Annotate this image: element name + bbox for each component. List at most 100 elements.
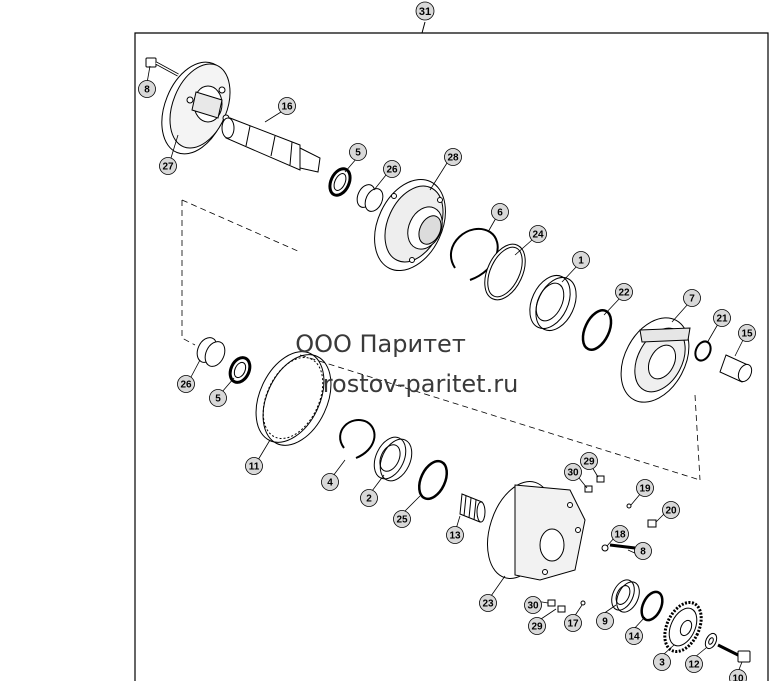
callout-number: 30 bbox=[527, 601, 539, 612]
callout-circle bbox=[572, 251, 590, 269]
callout-circle bbox=[278, 97, 296, 115]
callout-29: 29 bbox=[528, 617, 546, 635]
part-seal-5-lower bbox=[228, 356, 252, 384]
part-washer-12 bbox=[704, 632, 718, 650]
callout-number: 8 bbox=[640, 547, 646, 558]
part-bushing-26-upper bbox=[356, 184, 384, 212]
callout-number: 19 bbox=[639, 484, 651, 495]
callout-number: 9 bbox=[602, 617, 608, 628]
callout-8: 8 bbox=[634, 542, 652, 560]
callout-number: 20 bbox=[665, 506, 677, 517]
callout-number: 6 bbox=[497, 208, 503, 219]
callout-3: 3 bbox=[653, 653, 671, 671]
part-ring-gear-11 bbox=[255, 351, 332, 446]
part-shaft-16 bbox=[221, 117, 321, 173]
part-carrier-7 bbox=[620, 317, 691, 403]
callout-8: 8 bbox=[138, 80, 156, 98]
callout-number: 12 bbox=[688, 660, 700, 671]
callout-circle bbox=[177, 375, 195, 393]
callout-12: 12 bbox=[685, 655, 703, 673]
callout-circle bbox=[738, 324, 756, 342]
callout-circle bbox=[444, 148, 462, 166]
part-spring-13 bbox=[459, 493, 486, 523]
callout-circle bbox=[625, 627, 643, 645]
callout-circle bbox=[596, 612, 614, 630]
callout-number: 26 bbox=[180, 380, 192, 391]
callout-number: 26 bbox=[386, 165, 398, 176]
callout-number: 29 bbox=[531, 622, 543, 633]
part-snap-ring-4 bbox=[339, 419, 376, 459]
callout-number: 5 bbox=[355, 148, 361, 159]
callout-7: 7 bbox=[683, 289, 701, 307]
callout-9: 9 bbox=[596, 612, 614, 630]
callout-14: 14 bbox=[625, 627, 643, 645]
callout-circle bbox=[491, 203, 509, 221]
callout-circle bbox=[713, 309, 731, 327]
callout-15: 15 bbox=[738, 324, 756, 342]
part-oring-25 bbox=[417, 459, 449, 501]
part-gear-3 bbox=[663, 600, 703, 654]
callout-4: 4 bbox=[321, 473, 339, 491]
frame-callout-label: 31 bbox=[419, 6, 431, 18]
callout-number: 28 bbox=[447, 153, 459, 164]
callout-11: 11 bbox=[245, 457, 263, 475]
callout-16: 16 bbox=[278, 97, 296, 115]
callout-circle bbox=[580, 452, 598, 470]
callout-5: 5 bbox=[349, 143, 367, 161]
part-small-fasteners bbox=[547, 475, 657, 613]
part-shim-24 bbox=[484, 243, 526, 301]
part-bearing-9 bbox=[611, 579, 640, 613]
callout-10: 10 bbox=[729, 669, 747, 686]
callout-number: 8 bbox=[144, 85, 150, 96]
callout-number: 30 bbox=[567, 468, 579, 479]
callout-17: 17 bbox=[564, 614, 582, 632]
callout-number: 18 bbox=[614, 530, 626, 541]
callout-circle bbox=[653, 653, 671, 671]
callout-number: 7 bbox=[689, 294, 695, 305]
callout-23: 23 bbox=[479, 594, 497, 612]
callout-circle bbox=[138, 80, 156, 98]
callout-circle bbox=[564, 614, 582, 632]
callout-2: 2 bbox=[360, 489, 378, 507]
callout-number: 13 bbox=[449, 531, 461, 542]
part-bearing-2 bbox=[373, 436, 413, 482]
callout-circle bbox=[683, 289, 701, 307]
part-seal-5-upper bbox=[328, 167, 352, 197]
callout-number: 1 bbox=[578, 256, 584, 267]
callout-number: 24 bbox=[532, 230, 544, 241]
callout-number: 22 bbox=[618, 288, 630, 299]
callout-circle bbox=[393, 510, 411, 528]
callout-circle bbox=[615, 283, 633, 301]
callout-circle bbox=[528, 617, 546, 635]
callout-circle bbox=[611, 525, 629, 543]
part-flange-disc-27 bbox=[161, 61, 231, 155]
callout-number: 2 bbox=[366, 494, 372, 505]
callout-30: 30 bbox=[564, 463, 582, 481]
part-hub-28 bbox=[374, 178, 446, 272]
callout-28: 28 bbox=[444, 148, 462, 166]
callout-circle bbox=[446, 526, 464, 544]
callout-27: 27 bbox=[159, 157, 177, 175]
callout-circle bbox=[524, 596, 542, 614]
part-bolt-10 bbox=[717, 643, 751, 663]
assembly-frame: 31 bbox=[134, 1, 769, 681]
callout-number: 27 bbox=[162, 162, 174, 173]
callout-circle bbox=[479, 594, 497, 612]
callout-18: 18 bbox=[611, 525, 629, 543]
callout-25: 25 bbox=[393, 510, 411, 528]
callout-number: 3 bbox=[659, 658, 665, 669]
callout-19: 19 bbox=[636, 479, 654, 497]
callout-number: 10 bbox=[732, 674, 744, 682]
callout-number: 25 bbox=[396, 515, 408, 526]
callout-1: 1 bbox=[572, 251, 590, 269]
callout-number: 15 bbox=[741, 329, 753, 340]
callout-number: 14 bbox=[628, 632, 640, 643]
watermark-company-name: ООО Паритет bbox=[295, 330, 466, 358]
part-bearing-1 bbox=[529, 275, 577, 331]
callout-24: 24 bbox=[529, 225, 547, 243]
callout-number: 16 bbox=[281, 102, 293, 113]
callout-circle bbox=[349, 143, 367, 161]
part-bushing-26-lower bbox=[196, 337, 226, 367]
